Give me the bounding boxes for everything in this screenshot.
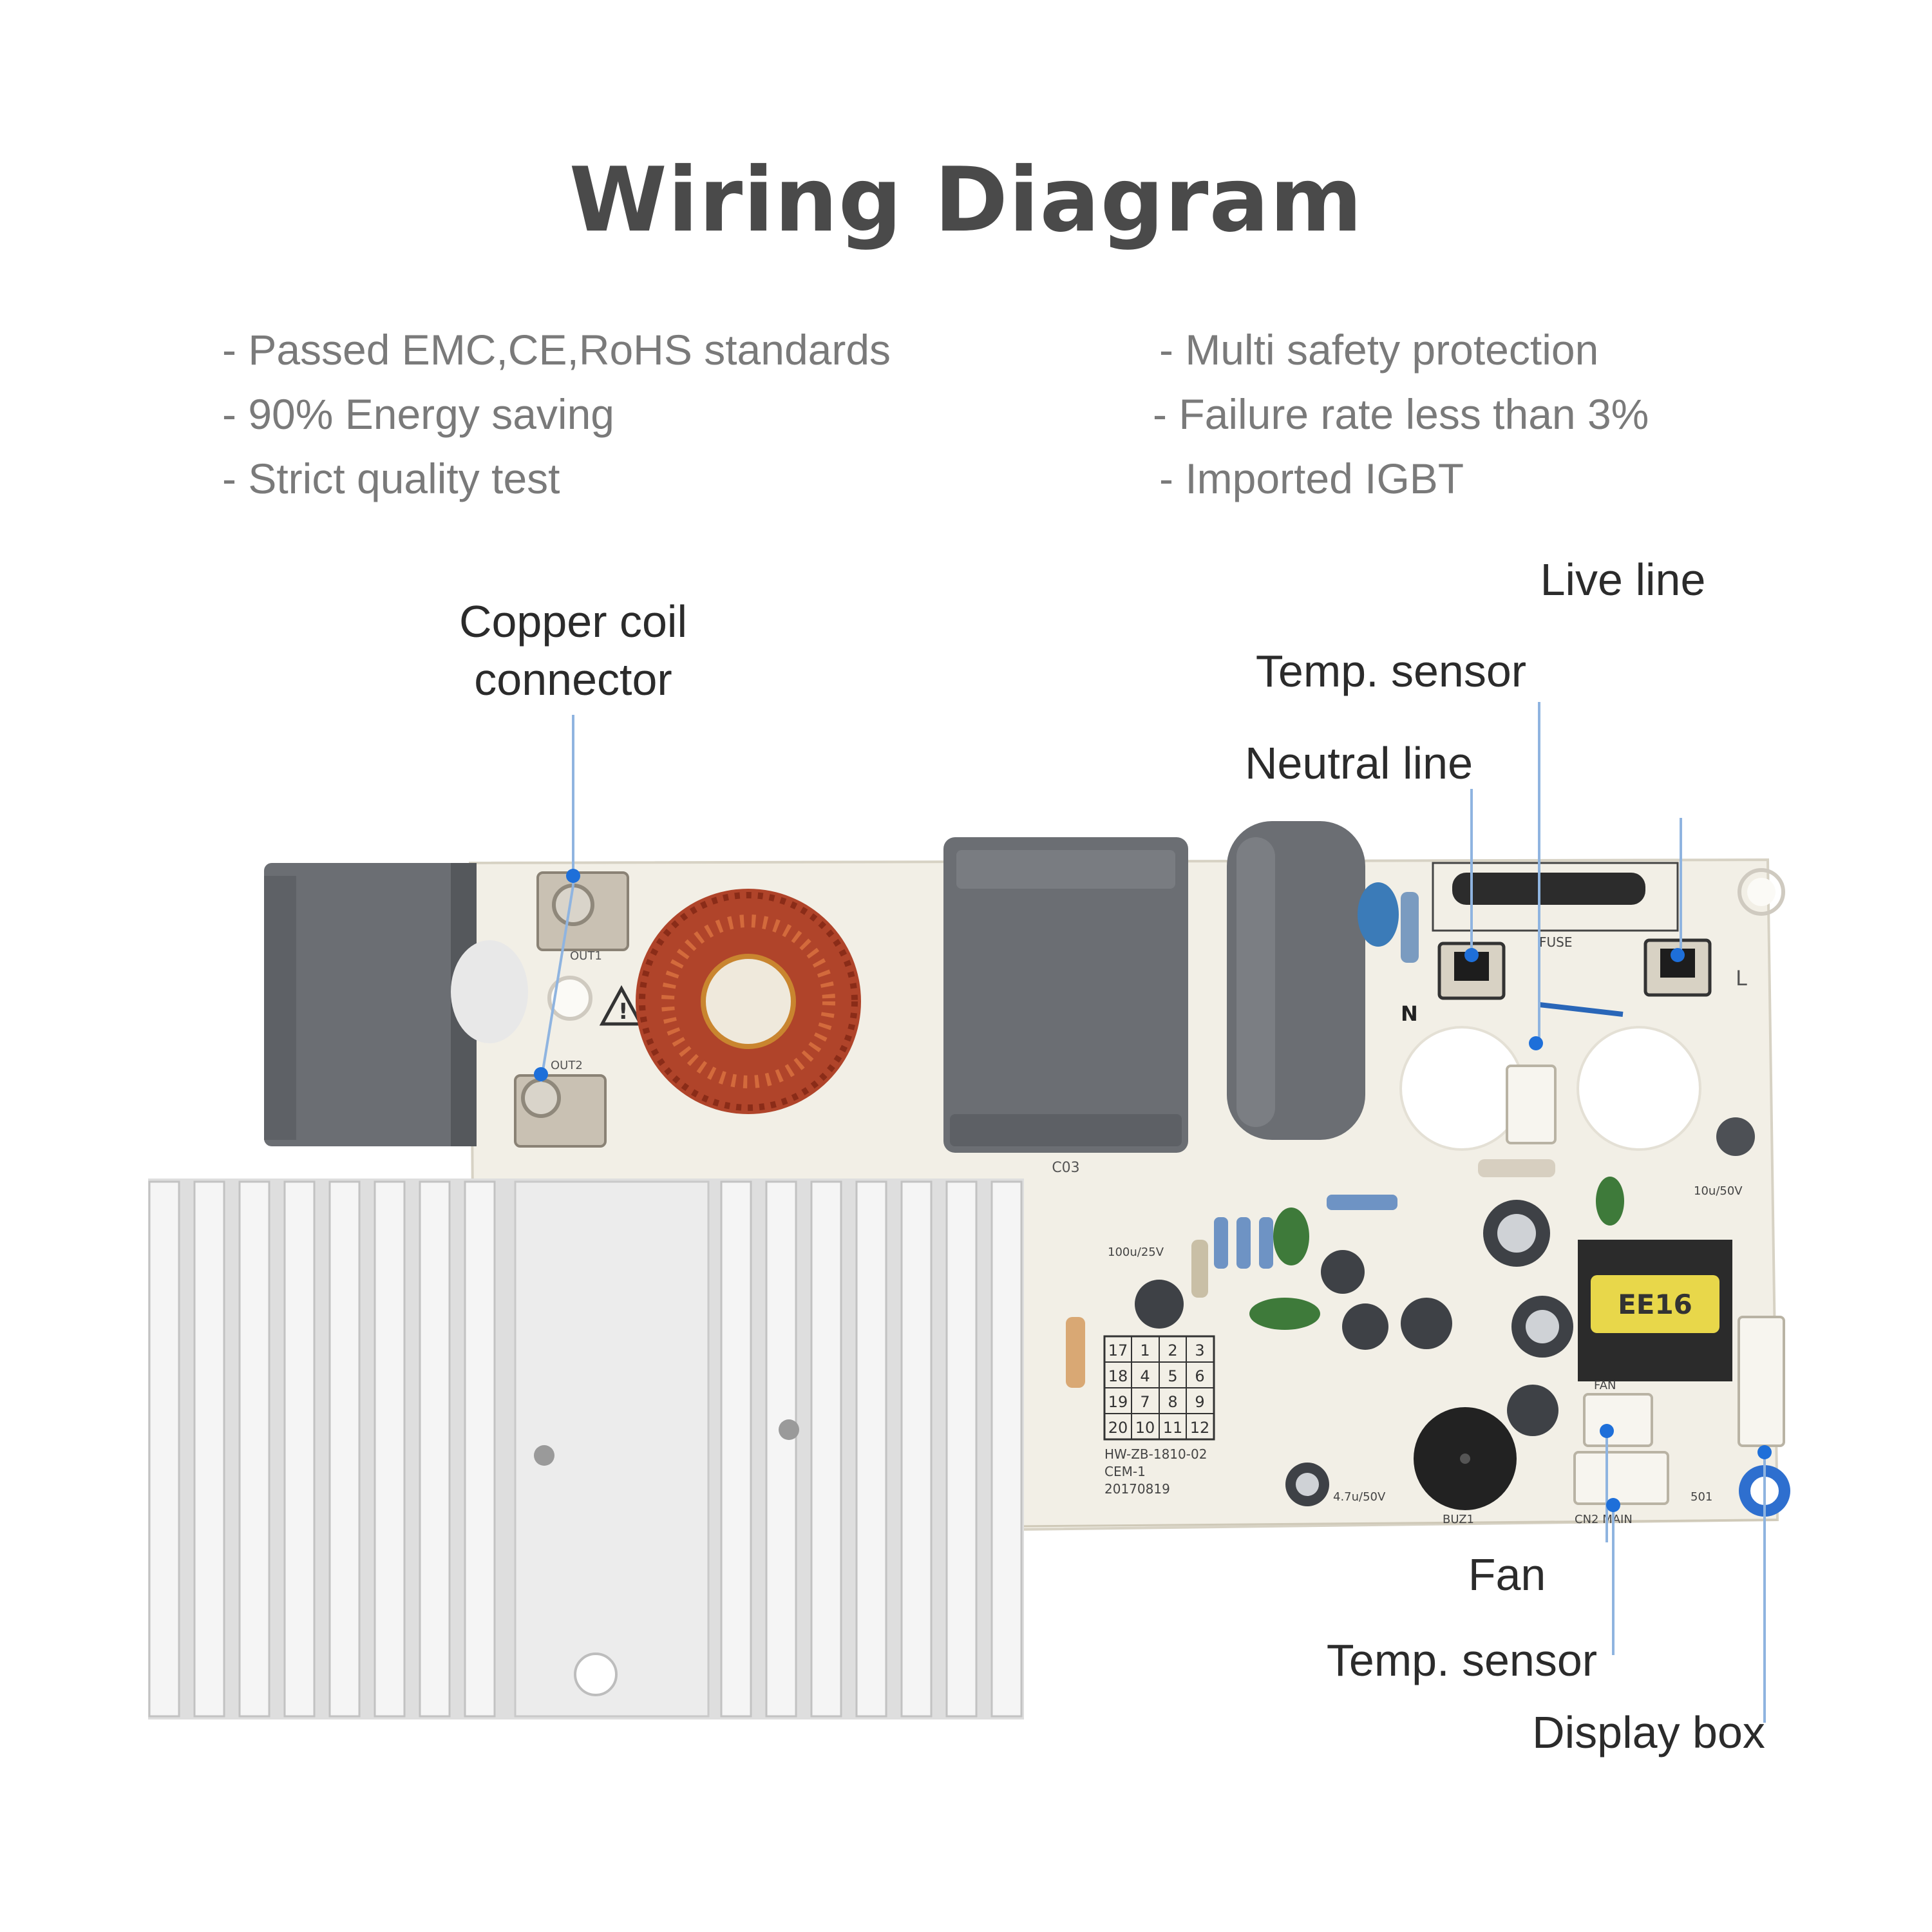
grey-film-capacitor: C03 bbox=[943, 837, 1188, 1176]
temp-sensor-connector-cn1 bbox=[1506, 1065, 1557, 1144]
keypad-cell: 2 bbox=[1168, 1341, 1177, 1359]
leader-lines bbox=[540, 702, 1766, 1723]
small-resistors bbox=[1066, 1159, 1555, 1388]
electrolytic-capacitors bbox=[1135, 1117, 1755, 1506]
dot-copper-coil-out1 bbox=[566, 869, 580, 883]
resistor-r01 bbox=[1401, 892, 1419, 963]
varistor bbox=[1358, 882, 1399, 947]
label-fan: Fan bbox=[1468, 1549, 1546, 1600]
dot-neutral-line bbox=[1464, 948, 1479, 962]
copper-toroid-coil bbox=[636, 889, 861, 1114]
label-display-box: Display box bbox=[1532, 1707, 1765, 1757]
c03-mark: C03 bbox=[1052, 1160, 1079, 1176]
label-live-line: Live line bbox=[1540, 554, 1706, 605]
ec7-mark: 4.7u/50V bbox=[1333, 1490, 1386, 1504]
green-capacitor-2 bbox=[1249, 1298, 1320, 1330]
cn2-main-connector: CN2 MAIN bbox=[1573, 1451, 1669, 1526]
fan-mark: FAN bbox=[1594, 1379, 1616, 1392]
keypad-cell: 1 bbox=[1140, 1341, 1150, 1359]
ec91-mark: 100u/25V bbox=[1108, 1245, 1164, 1259]
leader-copper-coil-out2 bbox=[540, 885, 574, 1083]
dot-copper-coil-out2 bbox=[534, 1067, 548, 1081]
keypad-cell: 11 bbox=[1163, 1419, 1183, 1437]
feature-right-1: - Multi safety protection bbox=[1159, 326, 1599, 374]
dot-display-box bbox=[1757, 1445, 1772, 1459]
keypad-cell: 19 bbox=[1108, 1393, 1128, 1411]
coil-connector-terminals: OUT1 OUT2 ! bbox=[514, 871, 644, 1148]
keypad-cell: 3 bbox=[1195, 1341, 1204, 1359]
keypad-cell: 18 bbox=[1108, 1367, 1128, 1385]
keypad-cell: 7 bbox=[1140, 1393, 1150, 1411]
feature-right-3: - Imported IGBT bbox=[1159, 455, 1464, 502]
fuse-mark: FUSE bbox=[1539, 934, 1572, 950]
keypad-cell: 9 bbox=[1195, 1393, 1204, 1411]
blue-jumper-wire bbox=[1539, 1002, 1624, 1017]
feature-left-2: - 90% Energy saving bbox=[222, 390, 614, 438]
transformer-ee16: EE16 bbox=[1578, 1240, 1732, 1381]
cn2-main-mark: CN2 MAIN bbox=[1575, 1513, 1633, 1526]
live-terminal: L bbox=[1643, 938, 1747, 997]
neutral-terminal: N bbox=[1401, 942, 1506, 1026]
date-mark: 20170819 bbox=[1104, 1481, 1170, 1497]
keypad-cell: 12 bbox=[1190, 1419, 1210, 1437]
buzzer-mark: BUZ1 bbox=[1443, 1513, 1474, 1526]
out1-mark: OUT1 bbox=[570, 949, 602, 963]
dot-temp-sensor-bottom bbox=[1606, 1498, 1620, 1512]
dot-temp-sensor-top bbox=[1529, 1036, 1543, 1050]
board-cutout-left bbox=[1399, 1026, 1524, 1151]
fuse-holder: FUSE bbox=[1432, 862, 1679, 950]
label-neutral-line: Neutral line bbox=[1244, 738, 1473, 788]
model-mark: HW-ZB-1810-02 bbox=[1104, 1446, 1207, 1462]
l-mark: L bbox=[1736, 966, 1747, 990]
ec02-mark: 10u/50V bbox=[1694, 1184, 1743, 1198]
label-temp-sensor-bottom: Temp. sensor bbox=[1326, 1635, 1598, 1685]
keypad-grid: 17 1 2 3 18 4 5 6 19 7 8 9 20 10 11 12 bbox=[1103, 1335, 1215, 1441]
feature-left-1: - Passed EMC,CE,RoHS standards bbox=[222, 326, 891, 374]
label-copper-coil-line1: Copper coil bbox=[459, 596, 688, 647]
accent-dots bbox=[534, 869, 1772, 1512]
cem-mark: CEM-1 bbox=[1104, 1464, 1146, 1479]
keypad-cell: 20 bbox=[1108, 1419, 1128, 1437]
label-copper-coil-line2: connector bbox=[474, 654, 672, 705]
label-temp-sensor-top: Temp. sensor bbox=[1255, 646, 1527, 696]
buzzer: BUZ1 bbox=[1414, 1407, 1517, 1526]
grey-input-capacitor bbox=[264, 863, 528, 1146]
green-capacitor-1 bbox=[1273, 1208, 1309, 1265]
page-title: Wiring Diagram bbox=[569, 148, 1363, 252]
keypad-cell: 5 bbox=[1168, 1367, 1177, 1385]
n-mark: N bbox=[1401, 1001, 1418, 1026]
keypad-cell: 8 bbox=[1168, 1393, 1177, 1411]
board-cutout-right bbox=[1577, 1026, 1701, 1151]
aluminium-heatsink bbox=[148, 1179, 1024, 1719]
keypad-cell: 4 bbox=[1140, 1367, 1150, 1385]
feature-right-2: - Failure rate less than 3% bbox=[1153, 390, 1649, 438]
transformer-mark: EE16 bbox=[1618, 1289, 1692, 1320]
dot-live-line bbox=[1671, 948, 1685, 962]
side-connector bbox=[1738, 1316, 1785, 1447]
feature-left-3: - Strict quality test bbox=[222, 455, 560, 502]
rw41-mark: 501 bbox=[1690, 1490, 1712, 1504]
green-capacitor-3 bbox=[1596, 1177, 1624, 1226]
dot-fan bbox=[1600, 1424, 1614, 1438]
svg-text:!: ! bbox=[618, 999, 629, 1025]
keypad-cell: 17 bbox=[1108, 1341, 1128, 1359]
grey-choke-cylinder bbox=[1227, 821, 1365, 1140]
keypad-cell: 10 bbox=[1135, 1419, 1155, 1437]
keypad-cell: 6 bbox=[1195, 1367, 1204, 1385]
out2-mark: OUT2 bbox=[551, 1059, 583, 1072]
